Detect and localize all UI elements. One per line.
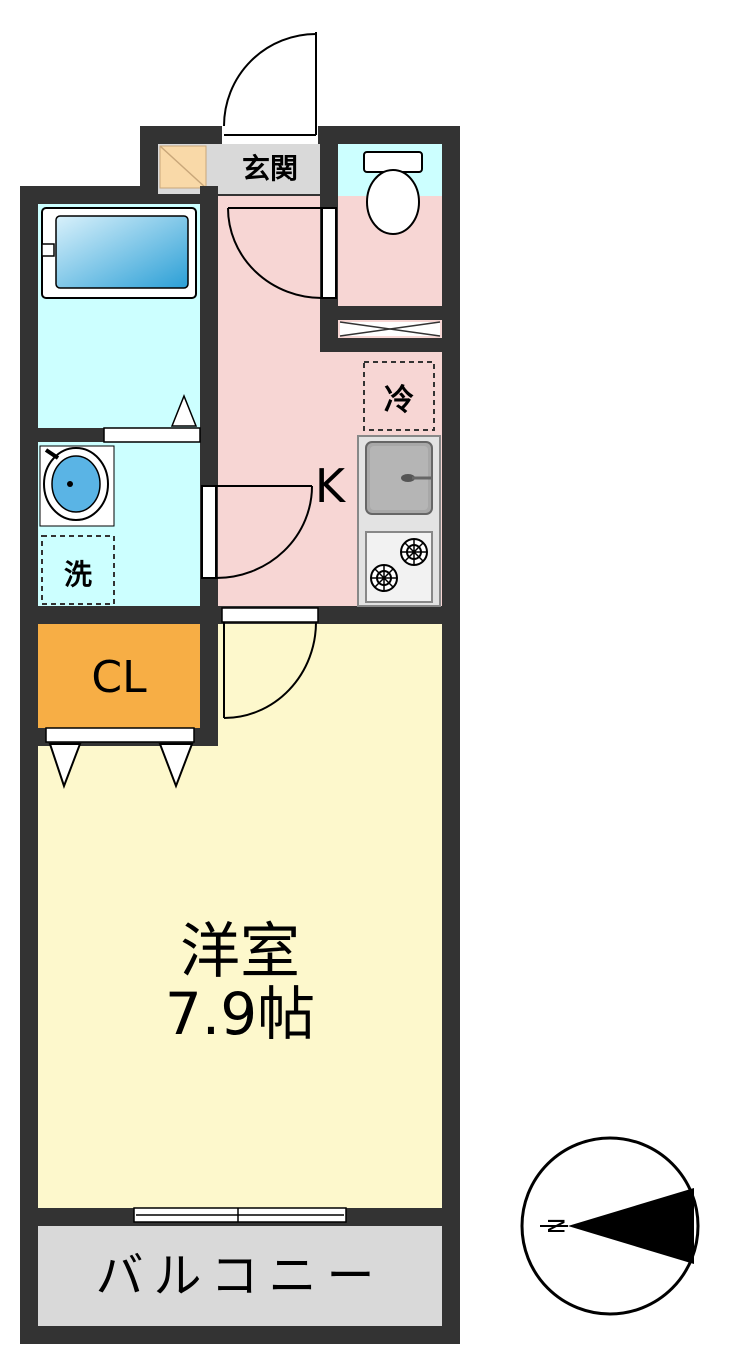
genkan-label: 玄関 (242, 152, 298, 185)
compass-icon: N (520, 1136, 700, 1316)
bathroom-door[interactable] (103, 393, 201, 443)
compass-north-label: N (542, 1218, 567, 1234)
balcony-floor (38, 1226, 442, 1326)
closet-doors[interactable] (45, 727, 195, 789)
toilet-door-icon[interactable] (227, 207, 337, 299)
closet-floor-top (38, 624, 200, 728)
closet-wall-right (200, 624, 218, 746)
sink-icon (39, 445, 115, 527)
balcony-window[interactable] (133, 1207, 347, 1223)
western-room-label: 洋室 (180, 917, 300, 987)
stove-icon (365, 531, 433, 603)
vent-strip (339, 321, 441, 337)
bathtub-icon (41, 207, 197, 299)
fridge-box (363, 361, 435, 431)
washer-label: 洗 (64, 558, 92, 591)
kitchen-label: K (315, 459, 347, 513)
washer-box (41, 535, 115, 605)
fridge-label: 冷 (384, 383, 414, 418)
balcony-label: バルコニー (95, 1248, 384, 1304)
toilet-icon (363, 151, 423, 235)
washroom-door-icon[interactable] (201, 485, 313, 579)
closet-label: CL (91, 652, 147, 703)
kitchen-counter (357, 435, 441, 607)
kitchen-sink-icon (365, 441, 433, 515)
entrance-door-icon[interactable] (222, 32, 318, 144)
western-room-size: 7.9帖 (165, 980, 315, 1048)
room-door-icon[interactable] (221, 607, 319, 719)
